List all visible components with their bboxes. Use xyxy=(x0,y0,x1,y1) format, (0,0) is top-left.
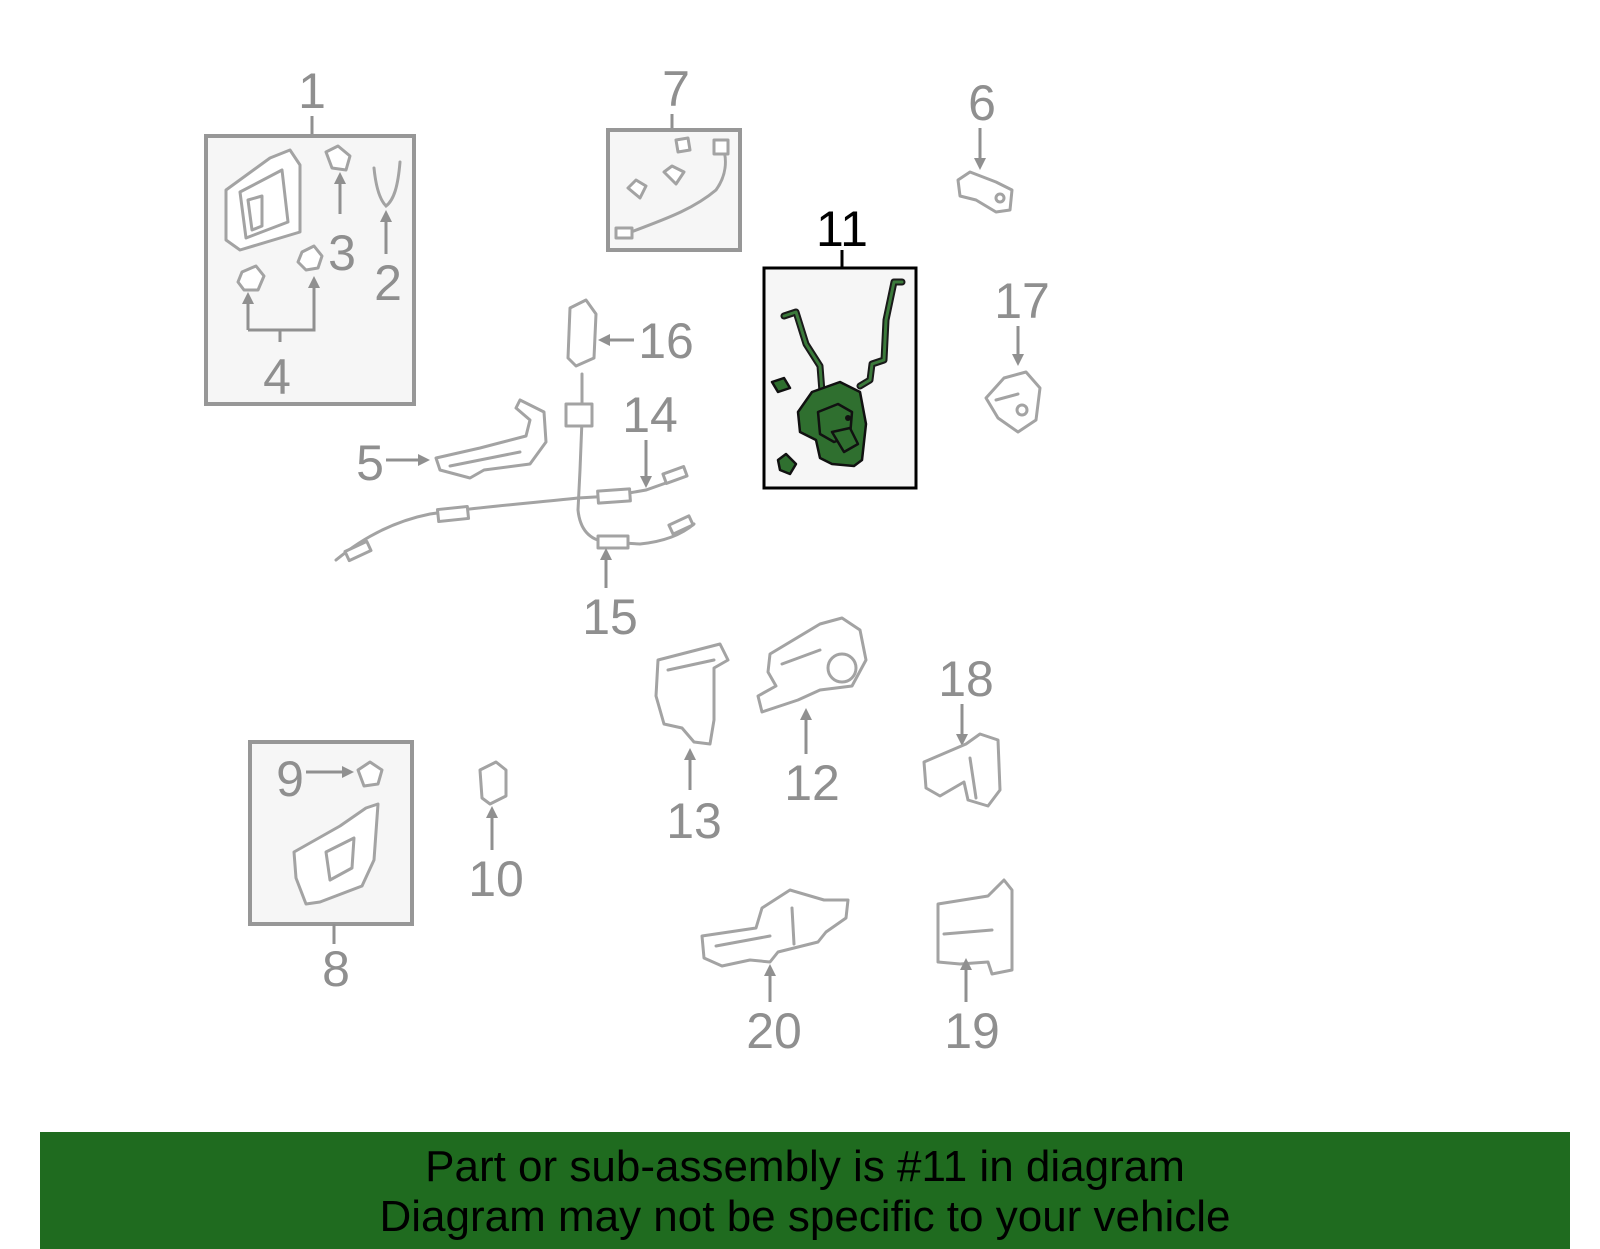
callout-17: 17 xyxy=(994,273,1050,329)
callout-14: 14 xyxy=(622,387,678,443)
callout-11: 11 xyxy=(816,201,868,257)
part-10 xyxy=(478,760,508,850)
callout-4: 4 xyxy=(263,349,291,405)
callout-20: 20 xyxy=(746,1003,802,1059)
part-19 xyxy=(936,878,1014,1002)
group-7-box xyxy=(606,114,742,252)
part-17 xyxy=(984,326,1042,434)
group-8-box xyxy=(248,740,414,944)
part-13 xyxy=(654,642,730,790)
callout-3: 3 xyxy=(328,225,356,281)
callout-16: 16 xyxy=(638,313,694,369)
callout-7: 7 xyxy=(662,61,690,117)
callout-13: 13 xyxy=(666,793,722,849)
part-12 xyxy=(756,616,868,754)
part-18 xyxy=(922,704,1002,808)
callout-10: 10 xyxy=(468,851,524,907)
callout-8: 8 xyxy=(322,941,350,997)
callout-1: 1 xyxy=(298,63,326,119)
part-5 xyxy=(386,398,548,480)
parts-diagram: 1 2 3 4 7 6 11 xyxy=(204,61,1050,1059)
callout-12: 12 xyxy=(784,755,840,811)
callout-15: 15 xyxy=(582,589,638,645)
callout-5: 5 xyxy=(356,435,384,491)
part-16 xyxy=(566,298,634,368)
group-11-box[interactable] xyxy=(762,250,918,490)
footer-line-2: Diagram may not be specific to your vehi… xyxy=(379,1192,1231,1241)
callout-6: 6 xyxy=(968,75,996,131)
footer-line-1: Part or sub-assembly is #11 in diagram xyxy=(425,1142,1185,1191)
part-20 xyxy=(700,888,850,1002)
callout-9: 9 xyxy=(276,751,304,807)
group-1-box xyxy=(204,116,416,406)
callout-18: 18 xyxy=(938,651,994,707)
cables-14-15 xyxy=(334,372,696,588)
callout-2: 2 xyxy=(374,255,402,311)
part-6 xyxy=(956,128,1014,214)
footer-banner: Part or sub-assembly is #11 in diagram D… xyxy=(40,1132,1570,1249)
callout-19: 19 xyxy=(944,1003,1000,1059)
